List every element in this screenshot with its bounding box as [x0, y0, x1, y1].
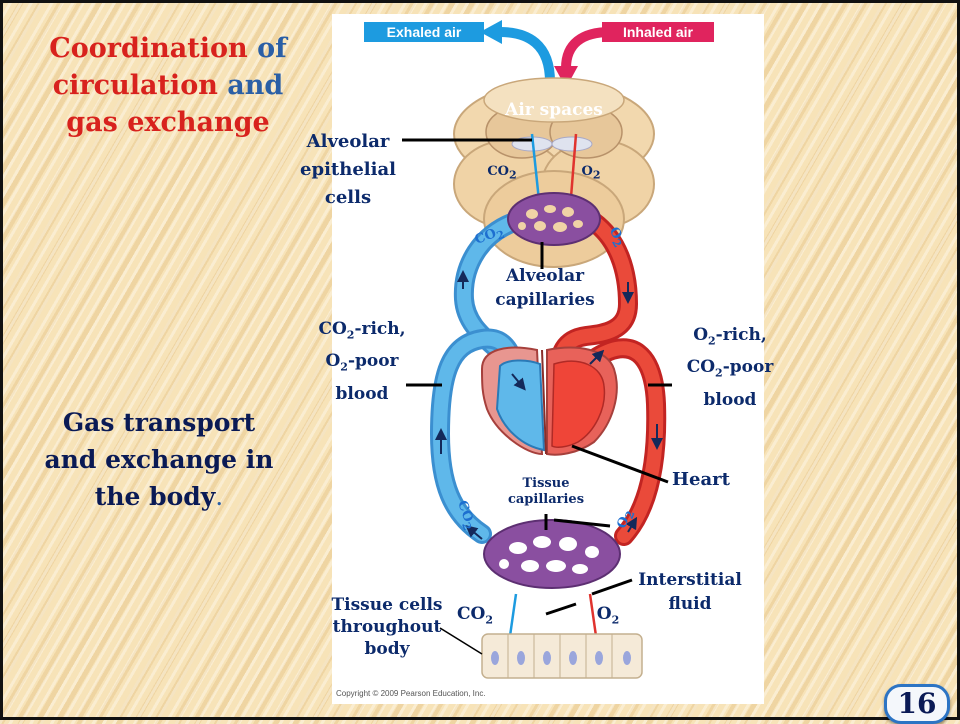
title-word-and: and [227, 70, 284, 101]
oxygen-rich-vessels [549, 212, 667, 546]
slide-title: Coordination of circulation and gas exch… [28, 30, 308, 141]
exhaled-arrowhead [480, 20, 502, 44]
leader-lines [402, 138, 672, 655]
diagram-panel: Exhaled air Inhaled air Air spaces Alveo… [300, 14, 773, 704]
subtitle-text: Gas transport and exchange in the body [44, 408, 274, 511]
title-word-coordination: Coordination [49, 33, 248, 64]
alveolar-capillary-net [507, 192, 601, 246]
slide-number-badge: 16 [884, 684, 950, 724]
heart [480, 346, 618, 456]
tissue-capillary-net [483, 519, 621, 589]
heart-label: Heart [672, 469, 730, 490]
title-word-circulation: circulation [52, 70, 218, 101]
tissue-capillaries-label: Tissue capillaries [507, 476, 585, 507]
inhaled-arrowhead [554, 66, 578, 88]
title-word-of: of [257, 33, 287, 64]
tissue-cells-o2-label: O2 [596, 604, 620, 627]
tissue-cells-label: Tissue cells throughout body [331, 595, 443, 659]
interstitial-fluid-label: Interstitial fluid [638, 570, 742, 614]
slide-subtitle: Gas transport and exchange in the body. [36, 404, 282, 515]
tissue-cells [481, 633, 643, 679]
tissue-cells-co2-label: CO2 [457, 604, 493, 627]
alveolus-co2-label: CO2 [487, 164, 517, 182]
exhaled-air-arrow [499, 27, 555, 83]
co2-rich-blood-label: CO2-rich, O2-poor blood [318, 319, 406, 404]
copyright-text: Copyright © 2009 Pearson Education, Inc. [336, 689, 486, 698]
air-spaces-label: Air spaces [505, 100, 603, 120]
subtitle-period: . [215, 482, 224, 511]
exhaled-air-label: Exhaled air [364, 22, 484, 42]
alveolus-o2-label: O2 [581, 164, 601, 182]
oxygen-poor-vessels [429, 212, 531, 544]
o2-rich-blood-label: O2-rich, CO2-poor blood [686, 325, 774, 410]
circulation-diagram [402, 20, 672, 679]
alveolar-capillaries-label: Alveolar capillaries [495, 266, 595, 310]
alveolar-epithelial-label: Alveolar epithelial cells [300, 131, 396, 208]
title-word-gas-exchange: gas exchange [66, 107, 270, 138]
inhaled-air-label: Inhaled air [602, 22, 714, 42]
